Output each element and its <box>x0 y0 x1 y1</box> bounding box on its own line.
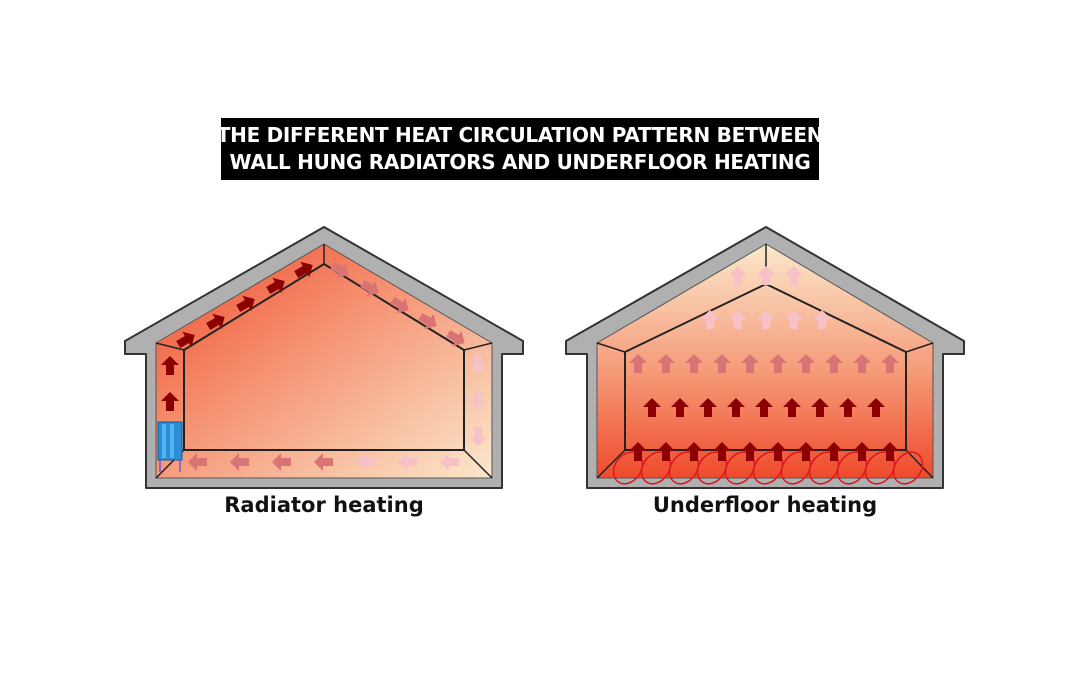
room-inner-frame-left <box>183 263 465 451</box>
room-interior-right <box>596 243 934 479</box>
caption-underfloor-heating: Underfloor heating <box>652 493 878 517</box>
room-inner-frame-right <box>624 283 907 451</box>
room-interior-left <box>155 243 493 479</box>
house-radiator <box>124 226 524 489</box>
radiator-unit <box>157 421 183 472</box>
heating-pipe-loop <box>892 451 924 485</box>
caption-radiator-heating: Radiator heating <box>224 493 424 517</box>
room-depth-lines-right <box>596 244 934 479</box>
title-line-1: THE DIFFERENT HEAT CIRCULATION PATTERN B… <box>216 123 824 147</box>
title-banner: THE DIFFERENT HEAT CIRCULATION PATTERN B… <box>217 118 824 180</box>
title-line-2: WALL HUNG RADIATORS AND UNDERFLOOR HEATI… <box>229 150 811 174</box>
house-underfloor <box>565 226 965 489</box>
